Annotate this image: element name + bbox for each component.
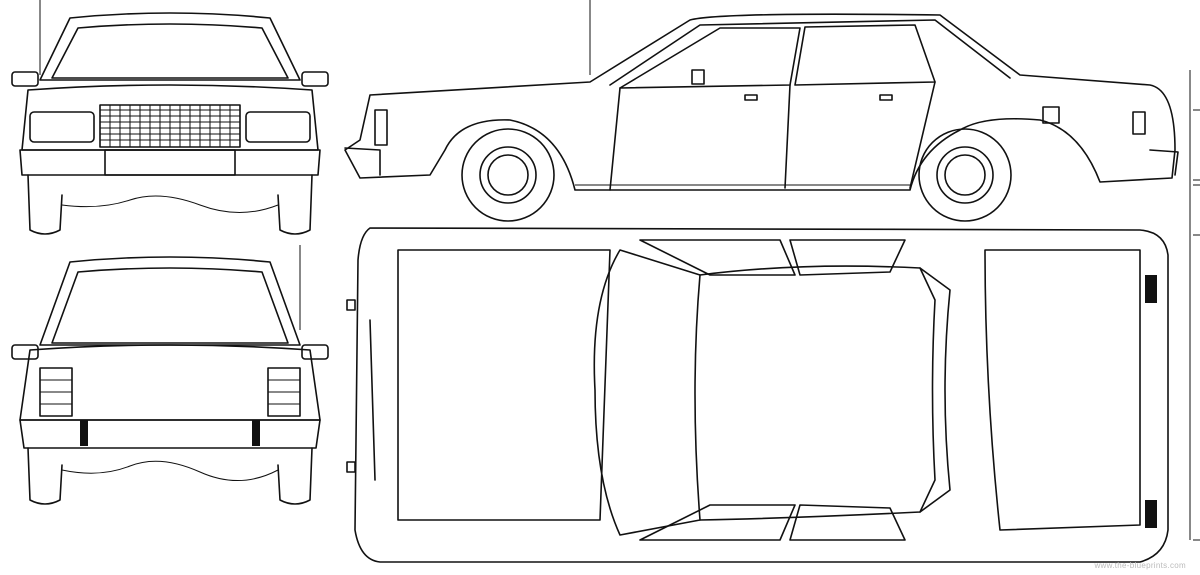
rear-view xyxy=(11,256,329,505)
top-view xyxy=(346,227,1169,563)
front-view xyxy=(11,12,329,235)
side-view xyxy=(344,13,1179,222)
watermark: www.the-blueprints.com xyxy=(1094,561,1186,570)
reference-lines xyxy=(39,0,1200,541)
